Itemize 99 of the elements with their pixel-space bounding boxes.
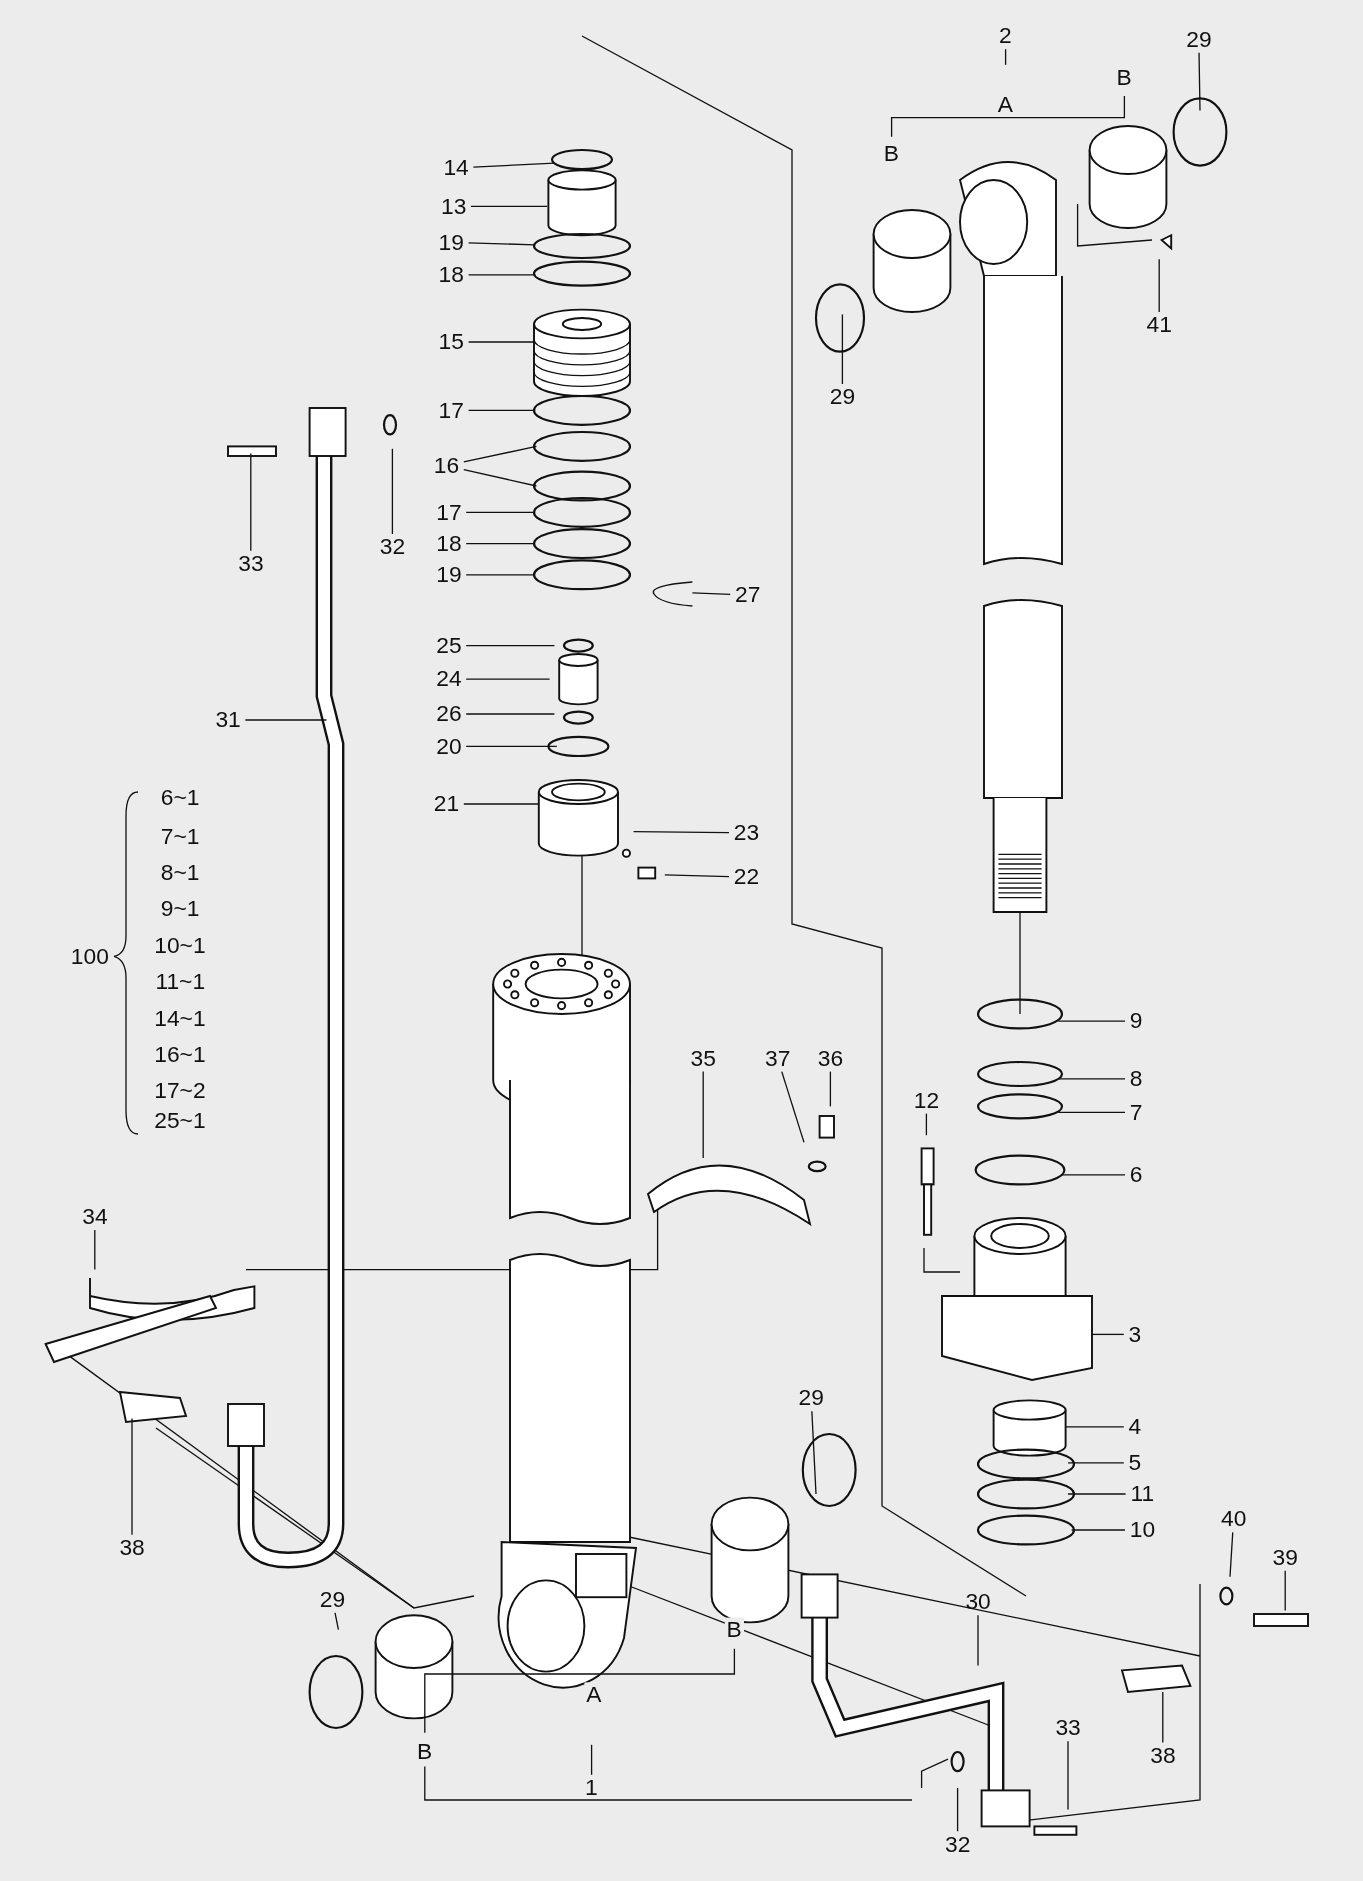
leader-line (467, 341, 536, 343)
leader-line (590, 1744, 593, 1776)
callout-number: 29 (317, 1587, 348, 1612)
callout-number: 33 (235, 552, 266, 576)
callout-number: 6 (1127, 1162, 1145, 1187)
callout-number: 14 (441, 156, 472, 180)
leader-line (1284, 1570, 1286, 1612)
callout-number: 38 (1147, 1743, 1178, 1768)
callout-number: 34 (79, 1204, 110, 1229)
leader-line (829, 1070, 832, 1108)
leader-line (691, 592, 731, 596)
leader-line (465, 542, 536, 545)
callout-number: 38 (117, 1536, 148, 1560)
callout-number: 26 (433, 702, 464, 726)
leader-line (467, 409, 536, 412)
leader-line (1198, 52, 1201, 112)
callout-number: 30 (963, 1590, 994, 1614)
leader-line (463, 468, 538, 487)
callout-number: 16 (431, 453, 462, 478)
callout-number: 22 (731, 865, 762, 890)
callout-number: 7 (1127, 1100, 1145, 1125)
callout-number: 18 (436, 262, 467, 287)
callout-number: 18 (433, 531, 464, 556)
callout-number: 40 (1218, 1507, 1249, 1532)
callout-number: 21 (431, 792, 462, 816)
callout-number: 37 (762, 1046, 793, 1071)
leader-line (250, 452, 252, 552)
callout-number: 19 (436, 230, 467, 255)
callout-number: 24 (433, 667, 464, 692)
callout-number: 9 (1127, 1009, 1145, 1034)
leader-line (956, 1787, 959, 1832)
callout-number: 25 (433, 633, 464, 658)
leader-line (465, 745, 558, 748)
callout-number: 29 (1183, 27, 1214, 52)
callout-number: 32 (942, 1832, 973, 1857)
callout-number: 5 (1126, 1450, 1144, 1475)
callout-number: 31 (213, 708, 244, 732)
callout-number: 17 (433, 500, 464, 525)
leader-line (463, 803, 540, 805)
leader-line (702, 1070, 704, 1159)
leader-line (1067, 1493, 1127, 1495)
leader-line (1057, 1078, 1126, 1080)
leader-line (977, 1614, 979, 1667)
leader-line (1162, 1691, 1164, 1744)
leader-line (391, 448, 394, 535)
leader-line (465, 713, 556, 715)
leader-line (925, 1112, 928, 1136)
callout-number: 27 (732, 583, 763, 608)
callout-number: 33 (1053, 1716, 1084, 1740)
leader-line (1229, 1531, 1234, 1578)
leader-line (467, 274, 536, 276)
leader-line (664, 874, 730, 878)
callout-number: 11 (1128, 1482, 1157, 1506)
leader-line (465, 574, 536, 576)
callout-number: 41 (1144, 313, 1175, 338)
leader-line (465, 511, 536, 514)
callout-number: 8 (1127, 1066, 1145, 1091)
callout-number: 3 (1126, 1322, 1144, 1347)
leader-line (472, 162, 556, 168)
callout-number: 29 (796, 1386, 827, 1410)
callout-number: 23 (731, 820, 762, 845)
callout-number: 4 (1126, 1414, 1144, 1439)
leader-line (811, 1410, 817, 1495)
callout-number: 35 (688, 1046, 719, 1071)
leader-line (1057, 1020, 1126, 1022)
leader-line (1158, 258, 1160, 313)
leader-line (1057, 1111, 1126, 1114)
leader-line (1064, 1426, 1125, 1428)
callout-number: 10 (1127, 1518, 1158, 1542)
callout-number: 12 (911, 1088, 942, 1113)
leader-line (632, 830, 730, 834)
leader-line (131, 1417, 133, 1536)
leader-line (463, 445, 538, 463)
leader-line (1091, 1333, 1125, 1336)
callout-number: 39 (1270, 1545, 1301, 1570)
leader-line (244, 719, 328, 721)
callout-number: 19 (433, 562, 464, 587)
leader-line (470, 205, 548, 208)
leader-line (1061, 1174, 1126, 1176)
leader-line (334, 1612, 340, 1631)
leader-line (467, 242, 536, 246)
leader-line (465, 644, 556, 647)
callout-number: 32 (377, 535, 408, 560)
callout-number: 1 (582, 1776, 601, 1800)
callout-number: 36 (815, 1046, 846, 1071)
leader-line (465, 678, 551, 680)
leader-line (1067, 1740, 1069, 1811)
callout-number: 17 (436, 398, 467, 423)
leader-line (1070, 1529, 1126, 1531)
leader-line (841, 313, 844, 385)
leader-line (94, 1229, 96, 1271)
leader-line (781, 1070, 805, 1144)
leader-line (1067, 1462, 1125, 1464)
callout-number: 13 (438, 194, 469, 219)
callout-number: 15 (436, 330, 467, 354)
callout-number: 2 (996, 24, 1015, 48)
callout-number: 20 (433, 734, 464, 759)
leader-line (1004, 48, 1007, 66)
callout-number: 29 (827, 385, 858, 410)
